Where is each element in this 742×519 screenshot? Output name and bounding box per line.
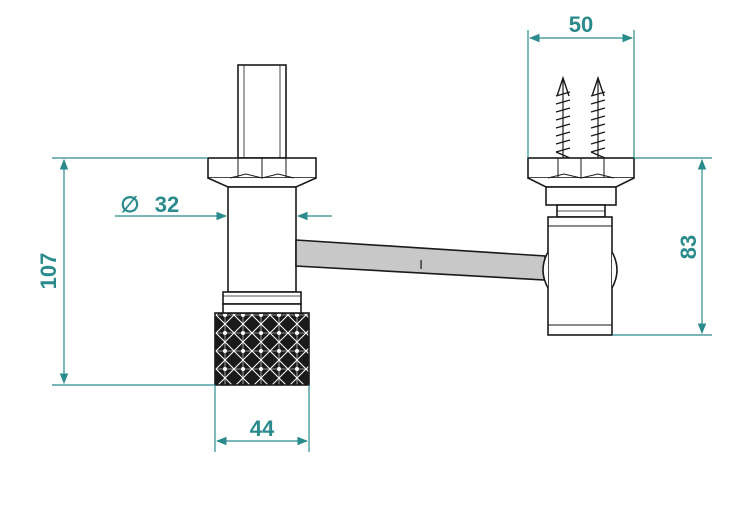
- dimensions: [52, 30, 712, 452]
- left-valve: [207, 64, 317, 386]
- dim-width-top-right: 50: [569, 12, 593, 37]
- dimension-labels: 50 107 83 44 ∅ 32: [36, 12, 701, 441]
- right-neck: [545, 186, 617, 206]
- left-ring: [222, 291, 302, 305]
- left-knurled-handle: [214, 312, 310, 386]
- screw-icon: [555, 75, 571, 159]
- dim-width-bottom: 44: [250, 416, 275, 441]
- dim-height-left: 107: [36, 253, 61, 290]
- dim-diameter: 32: [155, 192, 179, 217]
- right-block: [547, 216, 613, 336]
- dim-height-right: 83: [676, 235, 701, 259]
- pipe-mark: I: [419, 257, 423, 272]
- diameter-symbol: ∅: [120, 192, 139, 217]
- screw-icon: [590, 75, 606, 159]
- left-body-tube: [227, 186, 297, 293]
- connecting-pipe: I: [295, 239, 546, 281]
- right-fitting: [527, 75, 635, 336]
- left-spindle: [237, 64, 287, 159]
